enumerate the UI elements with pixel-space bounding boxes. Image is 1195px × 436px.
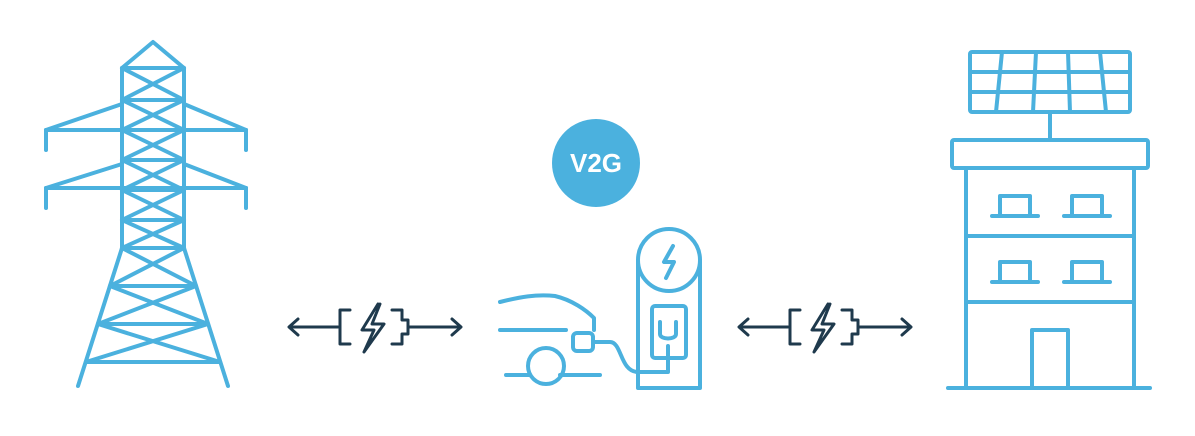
v2g-badge: V2G bbox=[552, 119, 640, 207]
power-pylon-icon bbox=[44, 40, 248, 388]
bidirectional-energy-arrow-icon bbox=[287, 302, 463, 354]
v2g-badge-label: V2G bbox=[570, 148, 622, 178]
solar-building-icon bbox=[946, 50, 1152, 390]
electric-car-charging-icon bbox=[498, 227, 702, 390]
bidirectional-energy-arrow-icon bbox=[737, 302, 913, 354]
